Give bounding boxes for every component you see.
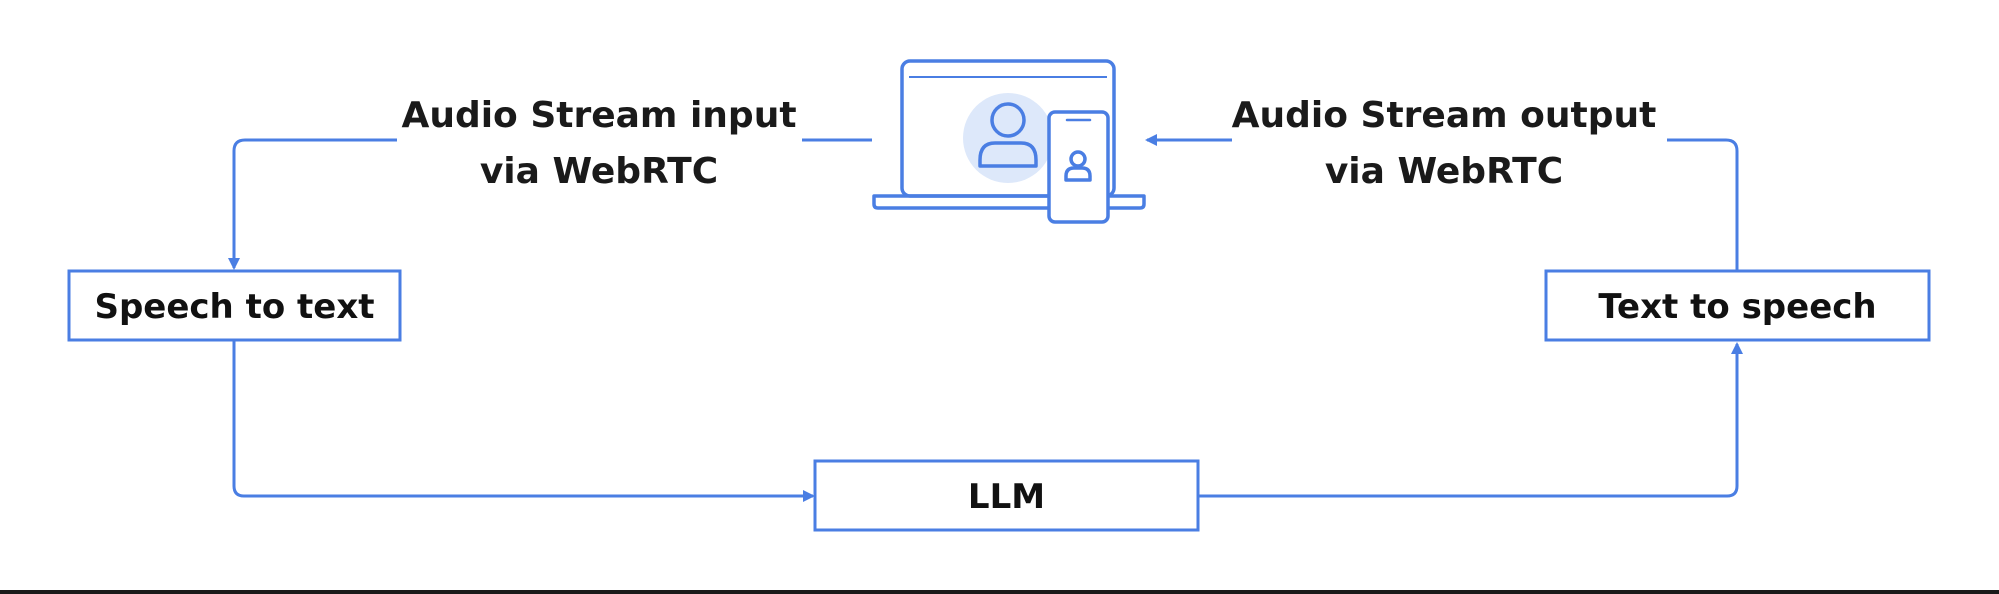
node-llm: LLM bbox=[813, 459, 1200, 532]
node-speech-to-text-label: Speech to text bbox=[94, 287, 374, 327]
laptop-with-phone-user-icon bbox=[872, 59, 1146, 224]
edge-label-audio-output: Audio Stream output via WebRTC bbox=[1232, 95, 1657, 192]
node-llm-label: LLM bbox=[968, 477, 1045, 517]
edge-label-audio-input: Audio Stream input via WebRTC bbox=[401, 95, 796, 192]
node-text-to-speech: Text to speech bbox=[1544, 269, 1931, 342]
edge-label-audio-output-line1: Audio Stream output bbox=[1232, 95, 1657, 136]
edge-speech-to-text-to-llm bbox=[232, 341, 815, 502]
bottom-border bbox=[0, 590, 1999, 594]
edge-input-to-speech-to-text bbox=[234, 138, 872, 268]
edge-llm-to-text-to-speech bbox=[1198, 342, 1743, 498]
edge-text-to-speech-to-device bbox=[1147, 140, 1739, 270]
edge-label-audio-input-line2: via WebRTC bbox=[480, 151, 718, 192]
node-speech-to-text: Speech to text bbox=[67, 269, 402, 342]
node-text-to-speech-label: Text to speech bbox=[1598, 287, 1876, 327]
edge-label-audio-output-line2: via WebRTC bbox=[1325, 151, 1563, 192]
edge-label-audio-input-line1: Audio Stream input bbox=[401, 95, 796, 136]
